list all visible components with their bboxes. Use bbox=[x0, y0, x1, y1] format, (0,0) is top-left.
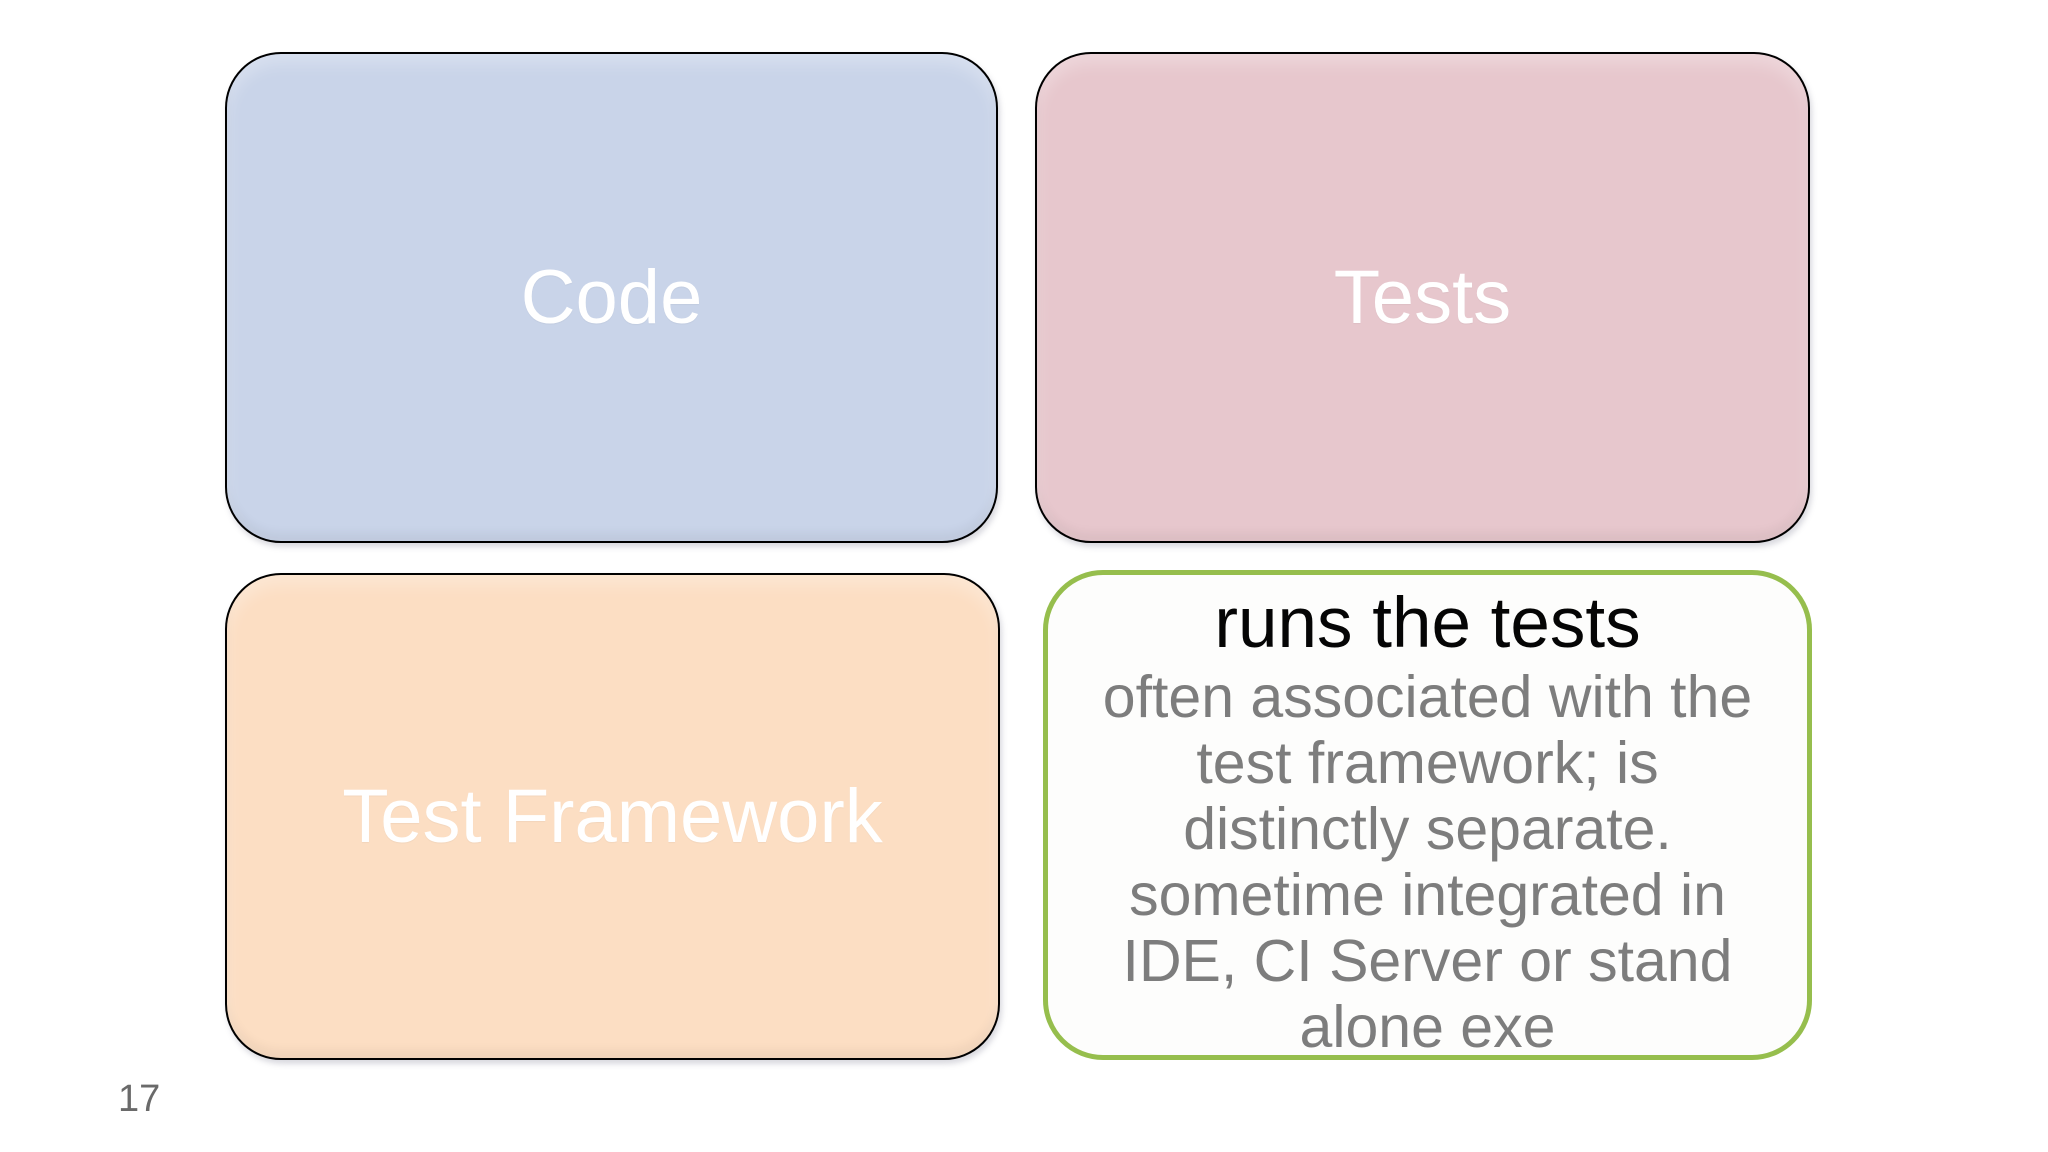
test-runner-description-line: sometime integrated in bbox=[1129, 862, 1726, 928]
test-runner-description-line: alone exe bbox=[1299, 994, 1556, 1060]
test-framework-box-label: Test Framework bbox=[342, 773, 883, 859]
slide-page-number: 17 bbox=[118, 1078, 161, 1120]
test-runner-description: often associated with the test framework… bbox=[1048, 664, 1807, 1060]
test-runner-box: runs the tests often associated with the… bbox=[1043, 570, 1812, 1060]
test-framework-box: Test Framework bbox=[225, 573, 1000, 1060]
test-runner-description-line: test framework; is bbox=[1196, 730, 1659, 796]
test-runner-description-line: distinctly separate. bbox=[1183, 796, 1672, 862]
code-box: Code bbox=[225, 52, 998, 543]
code-box-label: Code bbox=[520, 254, 703, 340]
test-runner-title: runs the tests bbox=[1214, 584, 1641, 663]
tests-box-label: Tests bbox=[1333, 254, 1512, 340]
test-runner-description-line: often associated with the bbox=[1102, 664, 1753, 730]
tests-box: Tests bbox=[1035, 52, 1810, 543]
test-runner-description-line: IDE, CI Server or stand bbox=[1122, 928, 1733, 994]
